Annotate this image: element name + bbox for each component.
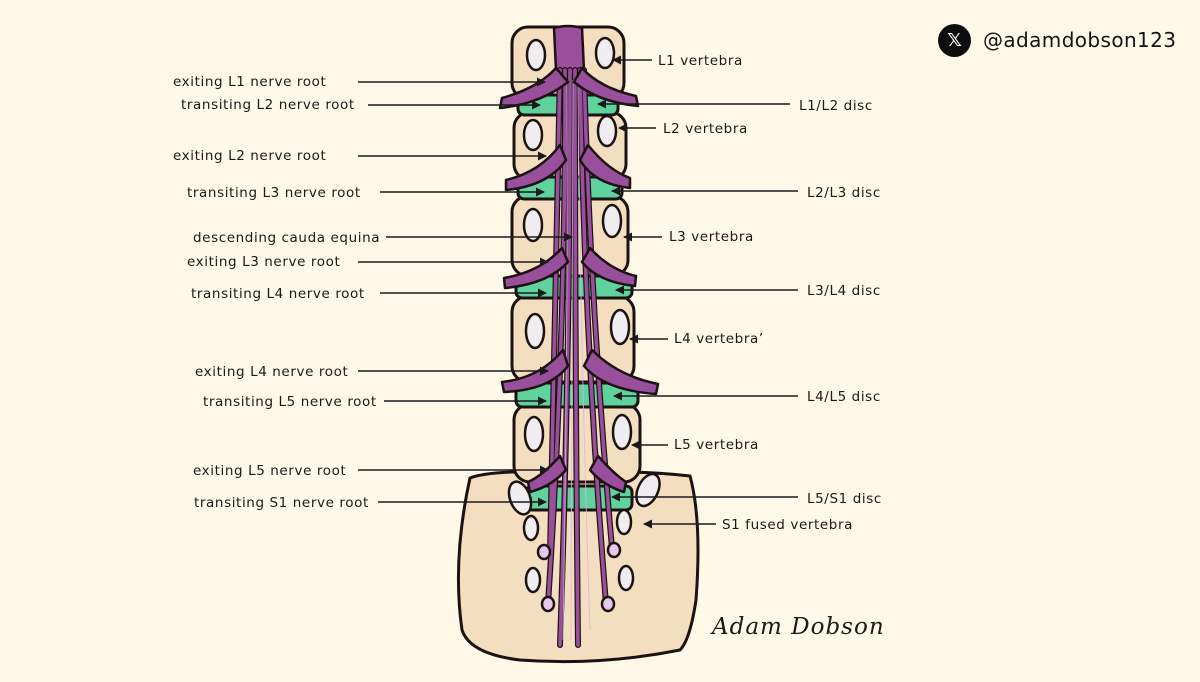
label-l4-l5-disc: L4/L5 disc [807,389,881,405]
label-l3-vertebra: L3 vertebra [669,229,754,245]
label-exiting-l5-nerve-root: exiting L5 nerve root [193,463,346,479]
right-labels: L1 vertebra L1/L2 disc L2 vertebra L2/L3… [597,53,882,533]
author-handle-row[interactable]: 𝕏 @adamdobson123 [938,22,1176,58]
label-transiting-s1-nerve-root: transiting S1 nerve root [194,495,369,511]
artist-signature: Adam Dobson [712,614,885,640]
label-l4-vertebra: L4 vertebra’ [674,331,764,347]
label-exiting-l4-nerve-root: exiting L4 nerve root [195,364,348,380]
label-exiting-l2-nerve-root: exiting L2 nerve root [173,148,326,164]
label-transiting-l2-nerve-root: transiting L2 nerve root [181,97,355,113]
label-l5-vertebra: L5 vertebra [674,437,759,453]
label-l3-l4-disc: L3/L4 disc [807,283,881,299]
label-l1-vertebra: L1 vertebra [658,53,743,69]
label-transiting-l5-nerve-root: transiting L5 nerve root [203,394,377,410]
label-descending-cauda-equina: descending cauda equina [193,230,380,246]
label-l5-s1-disc: L5/S1 disc [807,491,882,507]
x-logo-icon[interactable]: 𝕏 [938,23,971,57]
label-l1-l2-disc: L1/L2 disc [799,98,873,114]
label-transiting-l3-nerve-root: transiting L3 nerve root [187,185,361,201]
author-handle[interactable]: @adamdobson123 [983,28,1177,52]
left-labels: exiting L1 nerve root transiting L2 nerv… [173,74,573,511]
label-l2-vertebra: L2 vertebra [663,121,748,137]
label-exiting-l1-nerve-root: exiting L1 nerve root [173,74,326,90]
label-l2-l3-disc: L2/L3 disc [807,185,881,201]
label-exiting-l3-nerve-root: exiting L3 nerve root [187,254,340,270]
foramina [507,36,661,594]
label-s1-fused-vertebra: S1 fused vertebra [722,517,853,533]
label-transiting-l4-nerve-root: transiting L4 nerve root [191,286,365,302]
